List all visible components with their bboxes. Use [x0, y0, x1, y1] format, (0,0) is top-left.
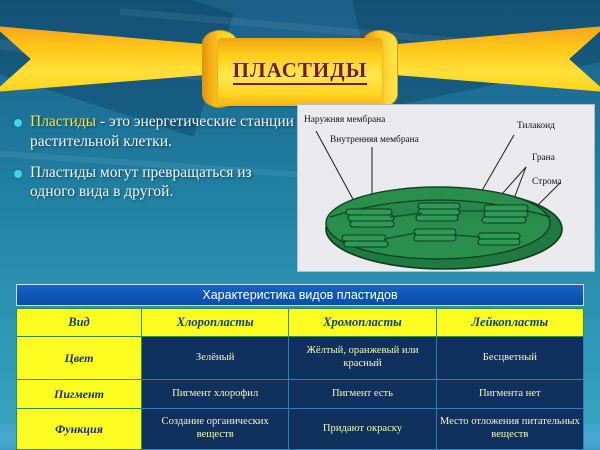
page-title: ПЛАСТИДЫ [218, 58, 382, 85]
column-header-type: Вид [16, 308, 142, 337]
title-ribbon: ПЛАСТИДЫ [0, 14, 600, 108]
bullet-text: Пластиды - это энергетические станции ра… [30, 112, 294, 152]
page-title-text: ПЛАСТИДЫ [232, 58, 368, 85]
bullet-list: Пластиды - это энергетические станции ра… [8, 112, 294, 213]
bullet-dot-icon [14, 119, 22, 127]
diagram-label-inner-membrane: Внутренняя мембрана [330, 135, 419, 145]
diagram-label-thylakoid: Тилакоид [517, 121, 555, 131]
row-header-function: Функция [16, 408, 142, 450]
list-item: Пластиды могут превращаться из одного ви… [8, 163, 294, 203]
bullet-highlight: Пластиды [30, 113, 97, 130]
ribbon-tail-right [376, 26, 600, 92]
bullet-body: - это энергетические станции растительно… [30, 113, 294, 150]
cell-pigment-chloroplasts: Пигмент хлорофил [140, 379, 290, 409]
cell-function-leucoplasts: Место отложения питательных веществ [435, 408, 585, 450]
table-caption-text: Характеристика видов пластидов [202, 288, 398, 302]
table-row: Функция Создание органических веществ Пр… [16, 408, 585, 450]
ribbon-tail-left [0, 26, 224, 92]
characteristics-table: Характеристика видов пластидов Вид Хлоро… [16, 284, 585, 450]
diagram-label-stroma: Строма [532, 177, 562, 187]
cell-color-chloroplasts: Зелёный [140, 336, 290, 380]
cell-function-chloroplasts: Создание органических веществ [140, 408, 290, 450]
diagram-label-outer-membrane: Наружняя мембрана [304, 115, 386, 125]
column-header-leucoplasts: Лейкопласты [435, 308, 585, 337]
diagram-label-granum: Грана [532, 153, 555, 163]
column-header-chromoplasts: Хромопласты [288, 308, 437, 337]
cell-function-chromoplasts: Придают окраску [288, 408, 437, 450]
table-header-row: Вид Хлоропласты Хромопласты Лейкопласты [16, 308, 585, 337]
chloroplast-illustration [315, 130, 563, 270]
table-row: Цвет Зелёный Жёлтый, оранжевый или красн… [16, 336, 585, 380]
table-caption: Характеристика видов пластидов [16, 284, 584, 306]
row-header-pigment: Пигмент [16, 379, 142, 409]
cell-pigment-chromoplasts: Пигмент есть [288, 379, 437, 409]
cell-color-leucoplasts: Бесцветный [435, 336, 585, 380]
chloroplast-diagram: Наружняя мембрана Внутренняя мембрана Ти… [297, 104, 595, 272]
bullet-text: Пластиды могут превращаться из одного ви… [30, 163, 294, 203]
table: Вид Хлоропласты Хромопласты Лейкопласты … [16, 308, 585, 450]
table-row: Пигмент Пигмент хлорофил Пигмент есть Пи… [16, 379, 585, 409]
column-header-chloroplasts: Хлоропласты [140, 308, 290, 337]
list-item: Пластиды - это энергетические станции ра… [8, 112, 294, 152]
cell-pigment-leucoplasts: Пигмента нет [435, 379, 585, 409]
bullet-body: Пластиды могут превращаться из одного ви… [30, 163, 252, 201]
bullet-dot-icon [14, 169, 22, 178]
ribbon-band: ПЛАСТИДЫ [218, 38, 382, 106]
cell-color-chromoplasts: Жёлтый, оранжевый или красный [288, 336, 437, 380]
row-header-color: Цвет [16, 336, 142, 380]
